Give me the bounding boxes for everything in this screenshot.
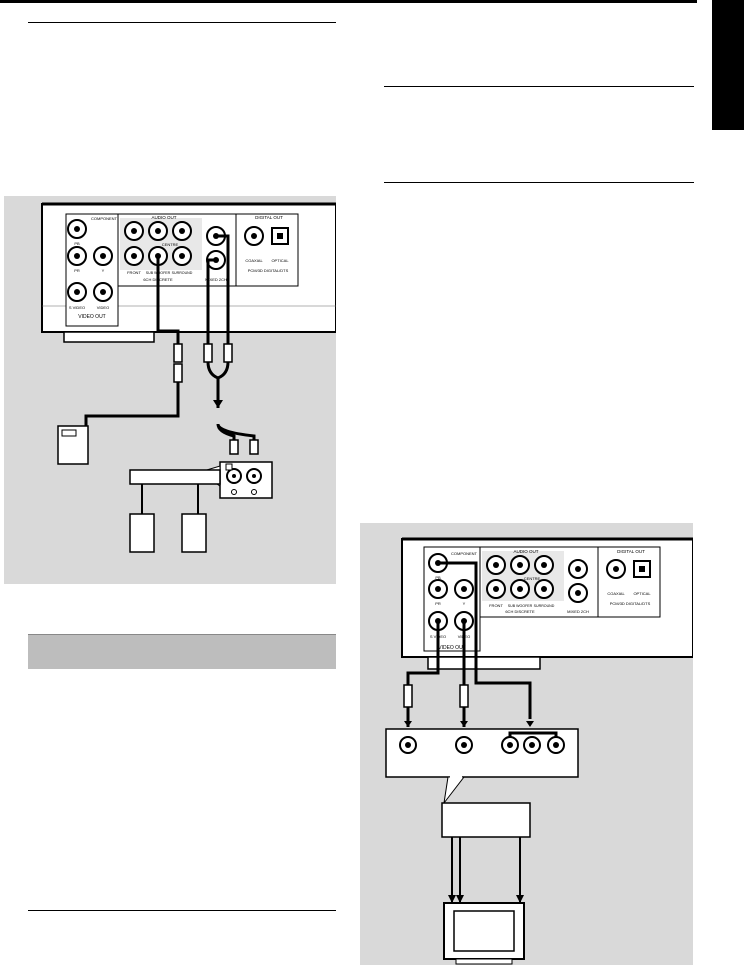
- video-out-label: VIDEO OUT: [438, 645, 466, 651]
- section-rule: [384, 182, 694, 183]
- front-label: FRONT: [127, 270, 141, 275]
- section-rule: [384, 86, 694, 87]
- optical-label: OPTICAL: [633, 591, 651, 596]
- connection-diagram-amplifier: VIDEO OUT COMPONENT PB PR Y S VIDEO VIDE…: [4, 196, 337, 584]
- optical-label: OPTICAL: [271, 258, 289, 263]
- pb-label: PB: [74, 241, 80, 246]
- section-header-box: [28, 634, 336, 669]
- digital-out-label: DIGITAL OUT: [617, 549, 645, 554]
- component-label: COMPONENT: [451, 551, 478, 556]
- surround-label: SURROUND: [534, 604, 555, 608]
- audio-out-label: AUDIO OUT: [513, 549, 538, 554]
- mixed-label: MIXED 2CH: [205, 277, 227, 282]
- pr-label: PR: [435, 601, 441, 606]
- connection-diagram-tv: VIDEO OUT COMPONENT PB PR Y S VIDEO VIDE…: [360, 523, 694, 965]
- diagram-tv-svg: VIDEO OUT COMPONENT PB PR Y S VIDEO VIDE…: [385, 537, 694, 965]
- audio-out-label: AUDIO OUT: [151, 215, 176, 220]
- video-out-label: VIDEO OUT: [78, 314, 106, 320]
- coaxial-label: COAXIAL: [245, 258, 263, 263]
- mixed-label: MIXED 2CH: [567, 609, 589, 614]
- svideo-label: S VIDEO: [69, 305, 85, 310]
- subwoofer-label: SUB WOOFER: [508, 604, 533, 608]
- diagram-amplifier-svg: VIDEO OUT COMPONENT PB PR Y S VIDEO VIDE…: [41, 202, 337, 553]
- front-label: FRONT: [489, 603, 503, 608]
- pcm-label: PCM/3D DIGITAL/DTS: [248, 268, 289, 273]
- video-label: VIDEO: [97, 305, 109, 310]
- pb-label: PB: [435, 575, 441, 580]
- component-label: COMPONENT: [91, 216, 118, 221]
- centre-label: CENTRE: [162, 242, 179, 247]
- pcm-label: PCM/3D DIGITAL/DTS: [610, 601, 651, 606]
- y-label: Y: [463, 601, 466, 606]
- coaxial-label: COAXIAL: [607, 591, 625, 596]
- centre-label: CENTRE: [524, 576, 541, 581]
- discrete-label: 6CH DISCRETE: [505, 609, 535, 614]
- top-border: [0, 0, 697, 3]
- pr-label: PR: [74, 268, 80, 273]
- section-rule: [28, 22, 336, 23]
- digital-out-label: DIGITAL OUT: [255, 215, 283, 220]
- section-rule: [28, 910, 336, 911]
- surround-label: SURROUND: [172, 271, 193, 275]
- language-tab: [712, 0, 744, 130]
- y-label: Y: [102, 268, 105, 273]
